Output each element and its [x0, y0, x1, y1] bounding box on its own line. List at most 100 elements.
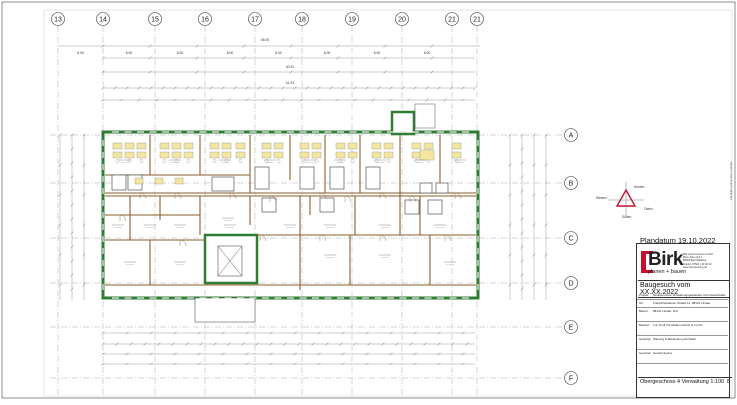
axis-bubble-17-4: 17	[248, 12, 262, 26]
svg-text:B: B	[569, 181, 574, 188]
axis-bubble-14-1: 14	[96, 12, 110, 26]
compass-east-label: Osten	[644, 207, 653, 211]
door-swings	[119, 192, 462, 247]
office-furniture	[112, 142, 462, 185]
title-block-row: Bauort 88131 Lindau, Flst.	[637, 308, 728, 322]
svg-text:D: D	[568, 281, 573, 288]
service-rooms	[111, 166, 449, 215]
dimension-text: 6.00	[275, 51, 282, 55]
axis-bubble-21-9: 21	[470, 12, 484, 26]
dimension-text: 6.00	[424, 51, 431, 55]
axis-bubble-20-7: 20	[395, 12, 409, 26]
title-row-text: Genehmigung	[653, 351, 672, 355]
logo-bar-bottom	[641, 270, 653, 273]
svg-text:20: 20	[398, 17, 406, 24]
dimension-chains-bottom	[103, 332, 475, 365]
title-row-label: Bauherr	[639, 323, 650, 327]
svg-text:21: 21	[473, 17, 481, 24]
windows	[102, 131, 479, 299]
svg-text:17: 17	[251, 17, 259, 24]
title-row-label: Gefertigt	[639, 337, 651, 341]
building-outline	[101, 103, 480, 323]
svg-text:13: 13	[54, 17, 62, 24]
dimension-text: 6.00	[374, 51, 381, 55]
svg-text:19: 19	[348, 17, 356, 24]
title-row-text: Friedrichshafener Straße 12, 88131 Linda…	[653, 301, 711, 305]
svg-text:14: 14	[99, 17, 107, 24]
axis-labels-right: A B C D E F	[564, 128, 578, 385]
title-row-label: Bauort	[639, 309, 648, 313]
stair-south	[194, 297, 256, 323]
title-row-text: Neubau eines Verwaltungsgebäudes mit Ind…	[653, 293, 726, 297]
stair-north	[414, 103, 436, 129]
compass-west-label: Westen	[596, 196, 607, 200]
logo-bar	[641, 251, 646, 273]
office-tagline: planen + bauen	[648, 269, 687, 275]
stair-tower-north	[390, 110, 416, 136]
axis-bubble-18-5: 18	[295, 12, 309, 26]
dimension-row3: 41.51	[286, 81, 295, 85]
axis-bubble-D: D	[564, 276, 578, 290]
office-logo: Birk	[648, 249, 683, 270]
application-title: Baugesuch vom XX.XX.2022	[638, 280, 730, 298]
compass-south-label: Süden	[622, 215, 631, 219]
svg-text:21: 21	[448, 17, 456, 24]
svg-text:Alle Maße sind am Bau zu prüfe: Alle Maße sind am Bau zu prüfen	[729, 161, 733, 200]
axis-bubble-E: E	[564, 320, 578, 334]
logo-bar-top	[641, 251, 653, 254]
office-address-line: Beim Alten Hof 1	[683, 256, 703, 260]
axis-bubble-21-8: 21	[445, 12, 459, 26]
dimension-text: 6.00	[324, 51, 331, 55]
dimension-text: 6.00	[177, 51, 184, 55]
dimension-text: 6.00	[227, 51, 234, 55]
office-address-line: Telefon 07524 / 40 40 40	[683, 262, 712, 266]
dimension-chains-right	[509, 135, 547, 300]
svg-text:C: C	[568, 236, 573, 243]
plan-title-text: Obergeschoss 4 Verwaltung 1:100	[640, 379, 725, 385]
drawing-frame	[43, 9, 733, 397]
title-row-label: Gesehen	[639, 351, 652, 355]
axis-bubble-F: F	[564, 371, 578, 385]
svg-text:16: 16	[201, 17, 209, 24]
axis-labels-top: 13 14 15 16 17 18 19 20 21 21	[51, 12, 484, 26]
axis-bubble-13-0: 13	[51, 12, 65, 26]
dimension-text: 6.00	[77, 51, 84, 55]
title-block	[636, 243, 730, 398]
axis-bubble-19-6: 19	[345, 12, 359, 26]
axis-bubble-C: C	[564, 231, 578, 245]
office-address-line: 88069 Bad Waldsee	[683, 259, 707, 263]
title-block-row: Ort Friedrichshafener Straße 12, 88131 Li…	[637, 300, 728, 308]
plan-title: Obergeschoss 4 Verwaltung 1:100 8	[638, 377, 732, 386]
axis-bubble-15-2: 15	[148, 12, 162, 26]
plan-date: Plandatum 19.10.2022	[640, 236, 716, 245]
axis-bubble-A: A	[564, 128, 578, 142]
interior-walls	[105, 135, 476, 290]
office-address-line: Birk planen+bauen GmbH	[683, 253, 713, 256]
axis-bubble-B: B	[564, 176, 578, 190]
svg-text:18: 18	[298, 17, 306, 24]
svg-text:E: E	[569, 325, 574, 332]
dimension-total: 45.00	[261, 38, 270, 42]
compass: Norden Süden Westen Osten	[596, 182, 653, 219]
sheet-number: 8	[726, 379, 730, 385]
dimension-ticks	[58, 44, 548, 366]
room-labels	[112, 159, 466, 265]
title-row-text: Planung & Baulenkung Architekt	[653, 337, 696, 341]
title-row-text: L.E. Prell Immobilien GmbH & Co KG	[653, 323, 703, 327]
title-row-text: 88131 Lindau, Flst.	[653, 309, 679, 313]
title-row-label: Ort	[639, 301, 644, 305]
office-address-line: www.birk-planung.de	[683, 265, 708, 269]
svg-text:15: 15	[151, 17, 159, 24]
dimension-chains-left	[59, 135, 85, 300]
svg-text:A: A	[569, 133, 574, 140]
svg-text:F: F	[569, 376, 573, 383]
dimension-text: 6.00	[126, 51, 133, 55]
